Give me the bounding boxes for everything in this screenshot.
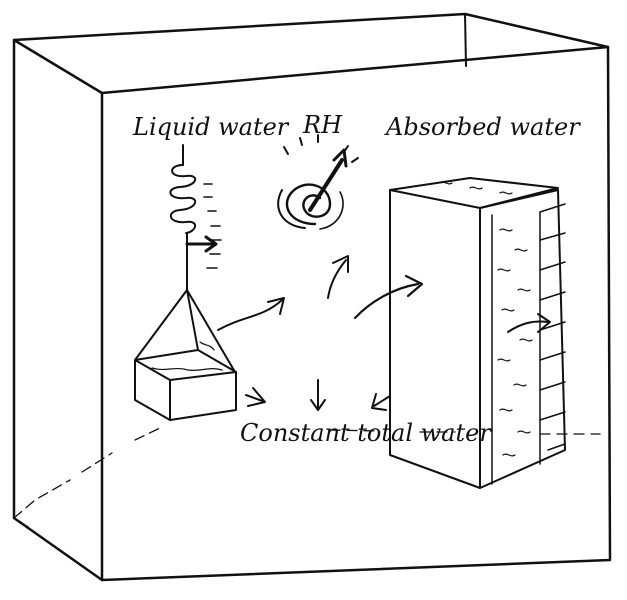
spring-balance-icon: [134, 144, 237, 421]
arrow-into-wall: [507, 313, 551, 333]
label-absorbed-water: Absorbed water: [384, 113, 581, 141]
label-liquid-water: Liquid water: [132, 113, 290, 141]
brick-wall-section-icon: [389, 177, 566, 489]
label-constant-total-water: Constant total water: [240, 419, 492, 447]
arrows-constant-total: [245, 379, 391, 411]
dial-gauge-icon: [277, 134, 359, 230]
label-rh: RH: [302, 111, 343, 139]
arrow-tray-to-air: [217, 297, 285, 331]
glass-box: [12, 12, 612, 582]
arrow-air-to-dial: [327, 255, 349, 299]
arrow-air-to-wall: [353, 274, 424, 320]
